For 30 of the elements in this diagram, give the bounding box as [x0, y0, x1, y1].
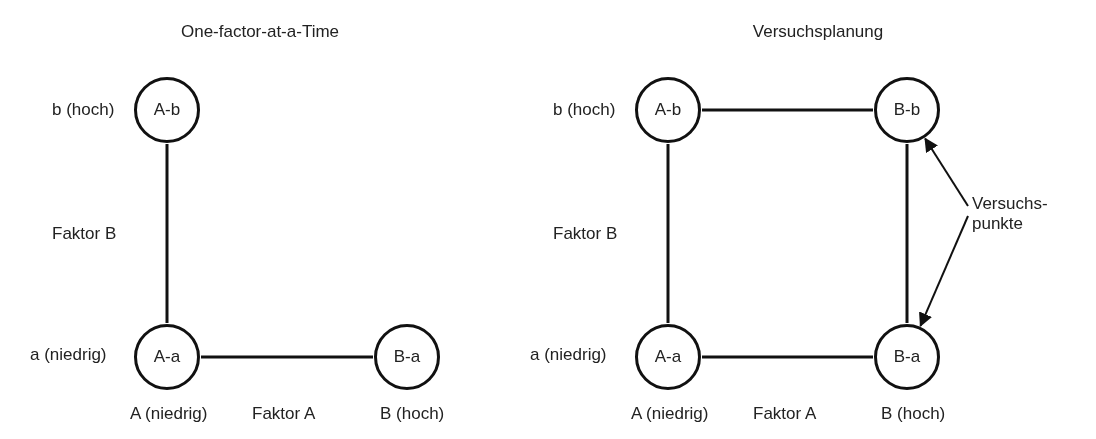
- axis-label: a (niedrig): [30, 345, 107, 365]
- factor-level-circle: A-b: [635, 77, 701, 143]
- factor-level-circle: B-a: [374, 324, 440, 390]
- axis-label: Faktor A: [252, 404, 316, 424]
- axis-label: Faktor A: [753, 404, 817, 424]
- leader-arrow: [919, 215, 969, 328]
- axis-label: b (hoch): [553, 100, 616, 120]
- axis-label: a (niedrig): [530, 345, 607, 365]
- factor-level-circle: A-a: [134, 324, 200, 390]
- axis-label: A (niedrig): [130, 404, 208, 424]
- factor-level-circle: A-b: [134, 77, 200, 143]
- factor-level-circle: B-a: [874, 324, 940, 390]
- panel-title: One-factor-at-a-Time: [180, 22, 340, 42]
- connecting-line: [201, 355, 373, 359]
- connecting-line: [165, 144, 169, 323]
- axis-label: b (hoch): [52, 100, 115, 120]
- axis-label: A (niedrig): [631, 404, 709, 424]
- connecting-line: [702, 355, 873, 359]
- axis-label: Faktor B: [553, 224, 618, 244]
- connecting-line: [666, 144, 670, 323]
- connecting-line: [905, 144, 909, 323]
- factor-level-circle: B-b: [874, 77, 940, 143]
- leader-arrow: [924, 137, 969, 207]
- axis-label: B (hoch): [881, 404, 946, 424]
- connecting-line: [702, 108, 873, 112]
- axis-label: Faktor B: [52, 224, 117, 244]
- axis-label: B (hoch): [380, 404, 445, 424]
- panel-title: Versuchsplanung: [752, 22, 884, 42]
- callout-text: Versuchs- punkte: [972, 188, 1052, 240]
- factor-level-circle: A-a: [635, 324, 701, 390]
